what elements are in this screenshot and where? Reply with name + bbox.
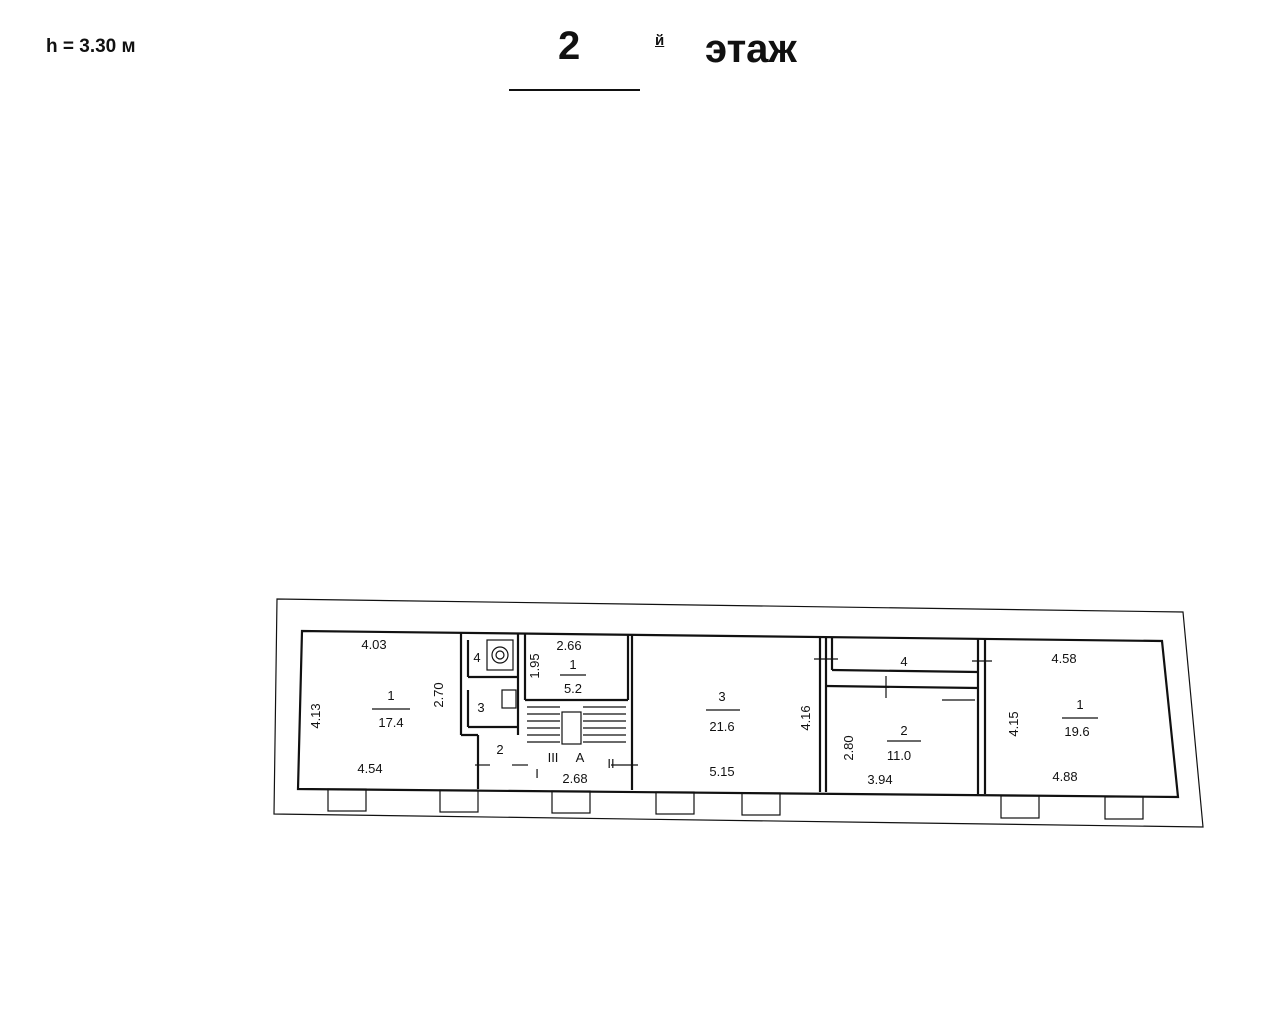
wall-corridor [825, 684, 979, 690]
room-e2-left-dim: 2.80 [841, 735, 856, 760]
stair-label-r1: I [535, 766, 539, 781]
floor-suffix: й [655, 32, 665, 49]
room-st1-left-dim: 1.95 [527, 653, 542, 678]
room-m3-number: 3 [718, 689, 725, 704]
stair-label-r2: II [607, 756, 614, 771]
floor-number-underline [509, 89, 640, 91]
room-w3-number: 3 [477, 700, 484, 715]
room-m3-bottom-dim: 5.15 [709, 764, 734, 779]
room-w1-bottom-dim: 4.54 [357, 761, 382, 776]
room-w4-number: 4 [473, 650, 480, 665]
plan-line [561, 711, 582, 745]
room-st1-number: 1 [569, 657, 576, 672]
room-m3-right-dim: 4.16 [798, 705, 813, 730]
stair-label-a: A [576, 750, 585, 765]
room-e1-number: 1 [1076, 697, 1083, 712]
plan-line [741, 792, 781, 816]
plan-line [495, 650, 505, 660]
room-e2-number: 2 [900, 723, 907, 738]
room-e1-top-dim: 4.58 [1051, 651, 1076, 666]
sink-icon [501, 689, 517, 709]
door-marks [475, 658, 992, 766]
room-w1-area: 17.4 [378, 715, 403, 730]
ceiling-height: h = 3.30 м [46, 36, 136, 57]
toilet-icon [486, 639, 514, 671]
plan-line [439, 789, 479, 813]
room-e1-bottom-dim: 4.88 [1052, 769, 1077, 784]
stair-bottom-dim: 2.68 [562, 771, 587, 786]
room-e1-area: 19.6 [1064, 724, 1089, 739]
floor-number: 2 [558, 24, 581, 68]
plan-line [831, 668, 979, 674]
floor-word: этаж [705, 27, 797, 71]
window-marks [327, 788, 1144, 820]
plan-line [1104, 796, 1144, 820]
room-e1-left-dim: 4.15 [1006, 711, 1021, 736]
room-w1-right-dim: 2.70 [431, 682, 446, 707]
room-w1-number: 1 [387, 688, 394, 703]
room-w1-left-dim: 4.13 [308, 703, 323, 728]
stair-treads [527, 706, 626, 745]
room-st1-area: 5.2 [564, 681, 582, 696]
stair-label-r3: III [548, 750, 559, 765]
building-outline [273, 598, 1204, 828]
plan-line [655, 791, 695, 815]
room-e2-area: 11.0 [887, 748, 911, 763]
room-w2-number: 2 [496, 742, 503, 757]
room-w1-top-dim: 4.03 [361, 637, 386, 652]
room-st1-top-dim: 2.66 [556, 638, 581, 653]
room-e2-bottom-dim: 3.94 [867, 772, 892, 787]
outer-wall [296, 629, 1180, 799]
plan-line [491, 646, 509, 664]
room-e4-number: 4 [900, 654, 907, 669]
plan-line [327, 788, 367, 812]
room-m3-area: 21.6 [709, 719, 734, 734]
plan-line [551, 790, 591, 814]
plan-line [1000, 795, 1040, 819]
